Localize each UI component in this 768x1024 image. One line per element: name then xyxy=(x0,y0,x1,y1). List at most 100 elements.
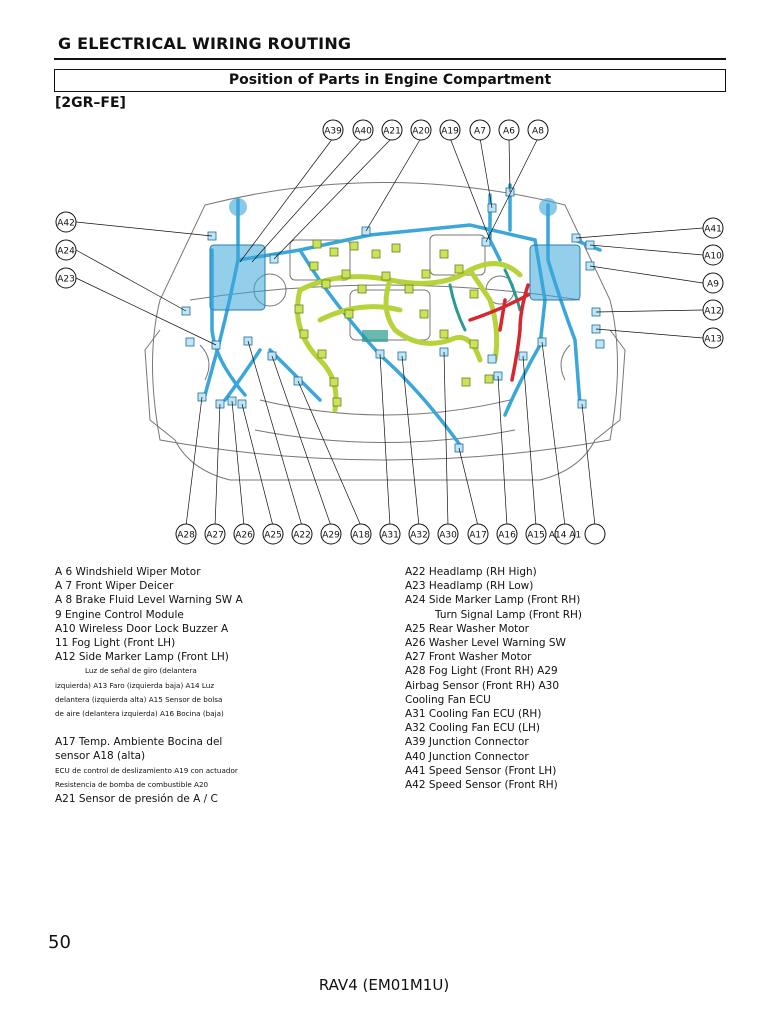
legend-item: ECU de control de deslizamiento A19 con … xyxy=(55,765,238,775)
section-title: G ELECTRICAL WIRING ROUTING xyxy=(58,34,352,53)
blue-harness xyxy=(203,183,602,447)
callout-label: A7 xyxy=(474,127,486,137)
legend-item: 9 Engine Control Module xyxy=(55,608,184,621)
callout-top-a6: A6 xyxy=(498,119,520,141)
callout-label: A21 xyxy=(383,127,401,137)
callout-bottom-a26: A26 xyxy=(233,523,255,545)
legend-item: Airbag Sensor (Front RH) A30 xyxy=(405,679,560,692)
callout-right-a12: A12 xyxy=(702,299,724,321)
callout-label: A6 xyxy=(503,127,515,137)
callout-bottom-a30: A30 xyxy=(437,523,459,545)
legend-item: Luz de señal de giro (delantera xyxy=(85,666,197,676)
callout-left-a23: A23 xyxy=(55,267,77,289)
callout-label: A12 xyxy=(704,307,722,317)
green-connectors xyxy=(294,239,494,407)
legend-item: A26 Washer Level Warning SW xyxy=(405,637,566,650)
callout-label: A39 xyxy=(324,127,342,137)
right-callouts: A41 A10 A9 A12 A13 xyxy=(702,217,724,349)
callout-label: A41 xyxy=(704,225,722,235)
legend-item: A22 Headlamp (RH High) xyxy=(405,566,537,578)
callout-right-a41: A41 xyxy=(702,217,724,239)
callout-bottom-a32: A32 xyxy=(408,523,430,545)
callout-label: A25 xyxy=(264,531,282,541)
callout-label: A15 xyxy=(527,531,545,541)
legend-item: A42 Speed Sensor (Front RH) xyxy=(405,779,558,792)
legend-item: A10 Wireless Door Lock Buzzer A xyxy=(55,622,229,635)
callout-label: A14 A1 xyxy=(549,531,581,541)
legend-item: A 7 Front Wiper Deicer xyxy=(55,580,174,593)
callout-label: A31 xyxy=(381,531,399,541)
callout-top-a19: A19 xyxy=(439,119,461,141)
legend-item: A27 Front Washer Motor xyxy=(405,651,532,664)
callout-top-a7: A7 xyxy=(469,119,491,141)
red-harness xyxy=(468,283,530,382)
callout-top-a21: A21 xyxy=(381,119,403,141)
callout-bottom-a27: A27 xyxy=(204,523,226,545)
callout-label: A40 xyxy=(354,127,372,137)
parts-legend-right: A22 Headlamp (RH High) A23 Headlamp (RH L… xyxy=(405,565,725,792)
callout-right-a13: A13 xyxy=(702,327,724,349)
callout-label: A27 xyxy=(206,531,224,541)
callout-label: A32 xyxy=(410,531,428,541)
callout-bottom-a14-a1: A14 A1 xyxy=(549,523,581,545)
page-number: 50 xyxy=(48,932,71,953)
legend-item: A23 Headlamp (RH Low) xyxy=(405,580,534,593)
legend-item: sensor A18 (alta) xyxy=(55,750,146,763)
manual-model-footer: RAV4 (EM01M1U) xyxy=(318,976,450,994)
legend-item: izquierda) A13 Faro (izquierda baja) A14… xyxy=(55,680,215,690)
callout-bottom-a28: A28 xyxy=(175,523,197,545)
callout-label: A20 xyxy=(412,127,430,137)
callout-top-a40: A40 xyxy=(352,119,374,141)
callout-label: A9 xyxy=(707,280,719,290)
callout-label: A29 xyxy=(322,531,340,541)
legend-spacer xyxy=(55,721,375,735)
callout-label: A17 xyxy=(469,531,487,541)
callout-top-a8: A8 xyxy=(527,119,549,141)
legend-item: A21 Sensor de presión de A / C xyxy=(55,793,218,806)
callout-left-a42: A42 xyxy=(55,211,77,233)
callout-right-a10: A10 xyxy=(702,244,724,266)
legend-item: de aire (delantera izquierda) A16 Bocina… xyxy=(55,709,224,719)
callout-bottom-a18: A18 xyxy=(350,523,372,545)
legend-item: delantera (izquierda alta) A15 Sensor de… xyxy=(55,694,223,704)
legend-item: Turn Signal Lamp (Front RH) xyxy=(435,608,582,621)
callout-top-a20: A20 xyxy=(410,119,432,141)
legend-item: A32 Cooling Fan ECU (LH) xyxy=(405,722,540,735)
callout-label: A18 xyxy=(352,531,370,541)
callout-label: A22 xyxy=(293,531,311,541)
figure-title: Position of Parts in Engine Compartment xyxy=(54,69,726,92)
legend-item: A 8 Brake Fluid Level Warning SW A xyxy=(55,594,243,607)
legend-item: Cooling Fan ECU xyxy=(405,693,491,706)
parts-legend-left: A 6 Windshield Wiper Motor A 7 Front Wipe… xyxy=(55,565,375,806)
legend-item: A17 Temp. Ambiente Bocina del xyxy=(55,736,223,749)
legend-item: A24 Side Marker Lamp (Front RH) xyxy=(405,594,581,607)
callout-bottom-a17: A17 xyxy=(467,523,489,545)
legend-item: A40 Junction Connector xyxy=(405,750,529,763)
legend-item: A31 Cooling Fan ECU (RH) xyxy=(405,708,542,721)
leader-lines xyxy=(75,137,704,527)
callout-bottom-a25: A25 xyxy=(262,523,284,545)
callout-label: A19 xyxy=(441,127,459,137)
callout-top-a39: A39 xyxy=(322,119,344,141)
callout-label: A16 xyxy=(498,531,516,541)
engine-variant-label: [2GR–FE] xyxy=(55,95,126,111)
callout-bottom-a22: A22 xyxy=(291,523,313,545)
callout-left-a24: A24 xyxy=(55,239,77,261)
callout-label: A28 xyxy=(177,531,195,541)
bottom-callouts: A28 A27 A26 A25 A22 A29 A18 A31 A32 A30 … xyxy=(175,523,606,545)
legend-item: A41 Speed Sensor (Front LH) xyxy=(405,764,557,777)
legend-item: A 6 Windshield Wiper Motor xyxy=(55,566,201,578)
callout-label: A26 xyxy=(235,531,253,541)
callout-label: A8 xyxy=(532,127,544,137)
section-rule xyxy=(54,58,726,60)
teal-harness xyxy=(362,268,522,342)
legend-item: 11 Fog Light (Front LH) xyxy=(55,637,176,650)
callout-bottom-a16: A16 xyxy=(496,523,518,545)
legend-item: A25 Rear Washer Motor xyxy=(405,622,529,635)
legend-item: Resistencia de bomba de combustible A20 xyxy=(55,779,209,789)
legend-item: A28 Fog Light (Front RH) A29 xyxy=(405,665,558,678)
callout-label: A13 xyxy=(704,335,722,345)
callout-bottom-blank xyxy=(584,523,606,545)
callout-bottom-a29: A29 xyxy=(320,523,342,545)
